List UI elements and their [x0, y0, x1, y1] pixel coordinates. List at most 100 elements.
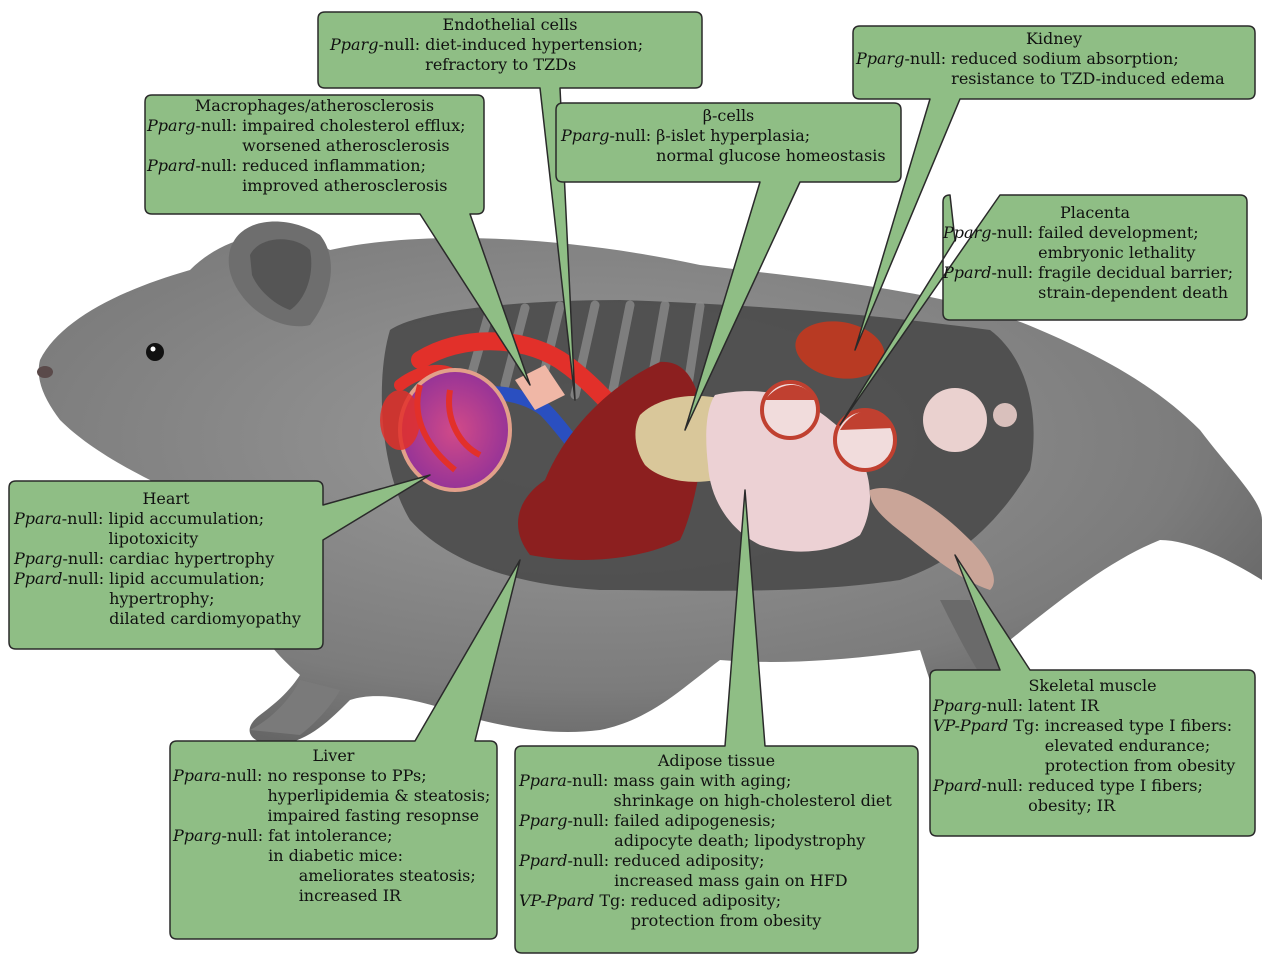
- heart-entries: Ppara-null: lipid accumulation;lipotoxic…: [9, 509, 323, 629]
- adipose-entry-3-gene: VP-Ppard: [519, 891, 594, 910]
- adipose-title: Adipose tissue: [515, 751, 918, 771]
- adipose-entry-2-line-1: increased mass gain on HFD: [614, 871, 847, 891]
- placenta-box: Placenta Pparg-null: failed development;…: [943, 203, 1247, 303]
- macrophages-entry-0: Pparg-null: impaired cholesterol efflux;…: [147, 116, 484, 156]
- skeletal-entry-1-line-1: elevated endurance;: [1045, 736, 1236, 756]
- adipose-entry-2-lines: reduced adiposity;increased mass gain on…: [614, 851, 847, 891]
- heart-entry-1-lines: cardiac hypertrophy: [109, 549, 274, 569]
- liver-entry-1-line-1: in diabetic mice:: [268, 846, 476, 866]
- macrophages-entry-0-line-0: impaired cholesterol efflux;: [242, 116, 465, 136]
- endothelial-entry-0-line-0: diet-induced hypertension;: [425, 35, 643, 55]
- heart-entry-0-line-1: lipotoxicity: [108, 529, 264, 549]
- endothelial-entry-0-label: Pparg-null:: [330, 35, 425, 75]
- endothelial-entry-0-gene: Pparg: [330, 35, 378, 54]
- macrophages-entry-0-gene: Pparg: [147, 116, 195, 135]
- liver-entry-0-suffix: -null:: [221, 766, 268, 785]
- liver-entry-0-label: Ppara-null:: [173, 766, 267, 826]
- adipose-entry-3: VP-Ppard Tg: reduced adiposity;protectio…: [519, 891, 918, 931]
- placenta-entry-1-line-1: strain-dependent death: [1038, 283, 1233, 303]
- placenta-entry-1-suffix: -null:: [991, 263, 1038, 282]
- liver-entry-1-label: Pparg-null:: [173, 826, 268, 906]
- macrophages-entry-1: Ppard-null: reduced inflammation;improve…: [147, 156, 484, 196]
- placenta-entry-0-line-1: embryonic lethality: [1038, 243, 1198, 263]
- adipose-entry-2: Ppard-null: reduced adiposity;increased …: [519, 851, 918, 891]
- adipose-entry-1-label: Pparg-null:: [519, 811, 614, 851]
- placenta-entry-0: Pparg-null: failed development;embryonic…: [943, 223, 1247, 263]
- skeletal-entry-1-gene: VP-Ppard: [933, 716, 1008, 735]
- kidney-entry-0-lines: reduced sodium absorption;resistance to …: [951, 49, 1225, 89]
- macrophages-title: Macrophages/atherosclerosis: [145, 96, 484, 116]
- adipose-entry-1: Pparg-null: failed adipogenesis;adipocyt…: [519, 811, 918, 851]
- heart-entry-1-label: Pparg-null:: [14, 549, 109, 569]
- kidney-title: Kidney: [853, 29, 1255, 49]
- heart-entry-0: Ppara-null: lipid accumulation;lipotoxic…: [14, 509, 323, 549]
- skeletal-entry-0-lines: latent IR: [1028, 696, 1099, 716]
- skeletal-entry-2-line-0: reduced type I fibers;: [1028, 776, 1203, 796]
- adipose-entry-3-lines: reduced adiposity;protection from obesit…: [631, 891, 822, 931]
- skeletal-entry-1-lines: increased type I fibers:elevated enduran…: [1045, 716, 1236, 776]
- endothelial-box: Endothelial cells Pparg-null: diet-induc…: [318, 15, 702, 75]
- heart-entry-2-suffix: -null:: [62, 569, 109, 588]
- liver-entry-1-line-0: fat intolerance;: [268, 826, 476, 846]
- kidney-entry-0-label: Pparg-null:: [856, 49, 951, 89]
- adipose-entry-0-suffix: -null:: [567, 771, 614, 790]
- heart-entry-1-suffix: -null:: [62, 549, 109, 568]
- adipose-entry-3-suffix: Tg:: [594, 891, 630, 910]
- placenta-title: Placenta: [943, 203, 1247, 223]
- beta-box: β-cells Pparg-null: β-islet hyperplasia;…: [556, 106, 901, 166]
- skeletal-entry-1-line-0: increased type I fibers:: [1045, 716, 1236, 736]
- beta-entry-0-label: Pparg-null:: [561, 126, 656, 166]
- skeletal-entry-2-line-1: obesity; IR: [1028, 796, 1203, 816]
- adipose-entry-0-line-1: shrinkage on high-cholesterol diet: [613, 791, 891, 811]
- placenta-entries: Pparg-null: failed development;embryonic…: [943, 223, 1247, 303]
- skeletal-title: Skeletal muscle: [930, 676, 1255, 696]
- skeletal-entry-2-gene: Ppard: [933, 776, 981, 795]
- skeletal-entry-1-line-2: protection from obesity: [1045, 756, 1236, 776]
- adipose-entry-2-gene: Ppard: [519, 851, 567, 870]
- heart-entry-0-lines: lipid accumulation;lipotoxicity: [108, 509, 264, 549]
- adipose-entry-1-suffix: -null:: [567, 811, 614, 830]
- macrophages-entry-1-suffix: -null:: [195, 156, 242, 175]
- heart-entry-2-gene: Ppard: [14, 569, 62, 588]
- endothelial-entry-0: Pparg-null: diet-induced hypertension;re…: [330, 35, 702, 75]
- endothelial-entry-0-line-1: refractory to TZDs: [425, 55, 643, 75]
- placenta-entry-1-line-0: fragile decidual barrier;: [1038, 263, 1233, 283]
- adipose-entry-0-gene: Ppara: [519, 771, 567, 790]
- liver-entry-0-lines: no response to PPs;hyperlipidemia & stea…: [267, 766, 490, 826]
- liver-entry-1-line-2: ameliorates steatosis;: [268, 866, 476, 886]
- skeletal-entry-2-lines: reduced type I fibers;obesity; IR: [1028, 776, 1203, 816]
- beta-entry-0: Pparg-null: β-islet hyperplasia;normal g…: [561, 126, 901, 166]
- beta-entry-0-lines: β-islet hyperplasia;normal glucose homeo…: [656, 126, 885, 166]
- adipose-entry-2-suffix: -null:: [567, 851, 614, 870]
- heart-entry-2-line-1: hypertrophy;: [109, 589, 301, 609]
- skeletal-entry-1: VP-Ppard Tg: increased type I fibers:ele…: [933, 716, 1255, 776]
- heart-entry-0-label: Ppara-null:: [14, 509, 108, 549]
- liver-box: Liver Ppara-null: no response to PPs;hyp…: [170, 746, 497, 906]
- placenta-entry-1-label: Ppard-null:: [943, 263, 1038, 303]
- liver-entry-1-suffix: -null:: [221, 826, 268, 845]
- liver-entry-0: Ppara-null: no response to PPs;hyperlipi…: [173, 766, 497, 826]
- macrophages-entry-1-gene: Ppard: [147, 156, 195, 175]
- liver-entry-1: Pparg-null: fat intolerance;in diabetic …: [173, 826, 497, 906]
- adipose-entry-3-line-0: reduced adiposity;: [631, 891, 822, 911]
- macrophages-entry-1-label: Ppard-null:: [147, 156, 242, 196]
- kidney-entry-0-gene: Pparg: [856, 49, 904, 68]
- skeletal-entry-0-gene: Pparg: [933, 696, 981, 715]
- heart-entry-1: Pparg-null: cardiac hypertrophy: [14, 549, 323, 569]
- skeletal-entry-2: Ppard-null: reduced type I fibers;obesit…: [933, 776, 1255, 816]
- placenta-entry-1: Ppard-null: fragile decidual barrier;str…: [943, 263, 1247, 303]
- beta-entry-0-line-1: normal glucose homeostasis: [656, 146, 885, 166]
- endothelial-entry-0-suffix: -null:: [378, 35, 425, 54]
- skeletal-entry-0-line-0: latent IR: [1028, 696, 1099, 716]
- skeletal-entry-0-label: Pparg-null:: [933, 696, 1028, 716]
- endothelial-entries: Pparg-null: diet-induced hypertension;re…: [318, 35, 702, 75]
- adipose-entry-3-line-1: protection from obesity: [631, 911, 822, 931]
- macrophages-entry-0-lines: impaired cholesterol efflux;worsened ath…: [242, 116, 465, 156]
- kidney-box: Kidney Pparg-null: reduced sodium absorp…: [853, 29, 1255, 89]
- skeletal-entry-1-label: VP-Ppard Tg:: [933, 716, 1045, 776]
- placenta-entry-0-gene: Pparg: [943, 223, 991, 242]
- adipose-entry-0-line-0: mass gain with aging;: [613, 771, 891, 791]
- beta-entry-0-gene: Pparg: [561, 126, 609, 145]
- heart-entry-2-lines: lipid accumulation;hypertrophy;dilated c…: [109, 569, 301, 629]
